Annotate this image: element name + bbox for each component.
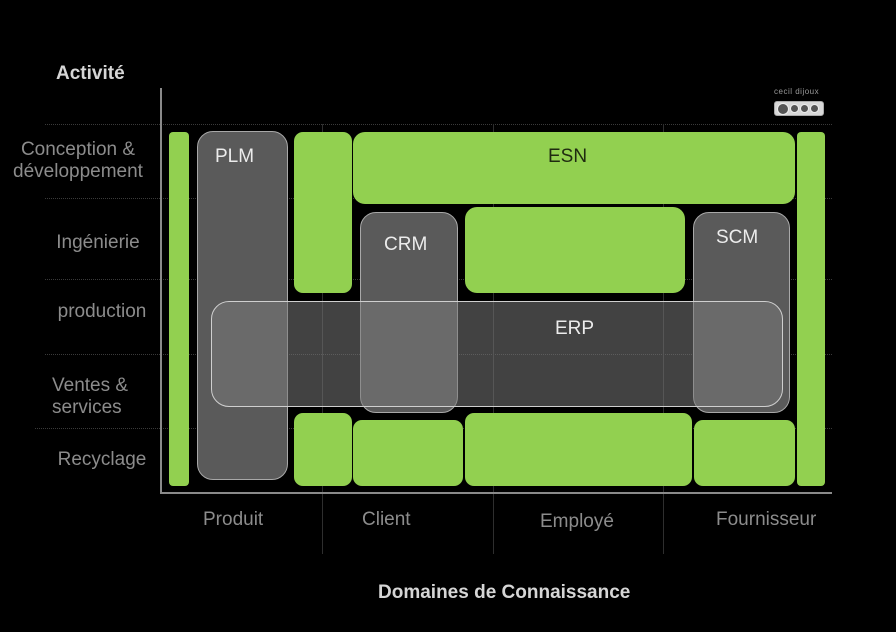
cc-icon: [777, 102, 789, 115]
green-recyclage-employe: [465, 413, 692, 486]
esn-block: [353, 132, 795, 204]
creative-commons-icon: [774, 101, 824, 116]
nc-icon: [800, 104, 809, 113]
green-recyclage-fournisseur: [694, 420, 795, 486]
y-axis-line: [160, 88, 162, 493]
by-icon: [790, 104, 799, 113]
row-label-production: production: [57, 301, 147, 322]
sa-icon: [810, 104, 819, 113]
column-label-produit: Produit: [203, 509, 264, 530]
x-axis-title: Domaines de Connaissance: [378, 582, 631, 603]
green-recyclage-client-left: [294, 413, 352, 486]
green-right-bar: [797, 132, 825, 486]
green-left-bar: [169, 132, 189, 486]
erp-label: ERP: [555, 318, 595, 339]
x-axis-line: [160, 492, 832, 494]
esn-label: ESN: [548, 146, 588, 167]
row-label-ventes: Ventes & services: [52, 375, 129, 418]
erp-box: [211, 301, 783, 407]
column-label-fournisseur: Fournisseur: [716, 509, 817, 530]
author-credit: cecil dijoux: [774, 87, 820, 96]
row-gridline: [45, 124, 832, 125]
green-client-left-upper: [294, 132, 352, 293]
scm-label: SCM: [716, 227, 759, 248]
row-label-ingenierie: Ingénierie: [56, 232, 140, 253]
column-label-client: Client: [362, 509, 411, 530]
y-axis-title: Activité: [56, 63, 125, 84]
row-label-recyclage: Recyclage: [57, 449, 147, 470]
green-recyclage-client: [353, 420, 463, 486]
green-employe-middle: [465, 207, 685, 293]
plm-label: PLM: [215, 146, 255, 167]
crm-label: CRM: [384, 234, 428, 255]
row-label-conception: Conception & développement: [13, 139, 143, 182]
column-label-employe: Employé: [540, 511, 614, 532]
